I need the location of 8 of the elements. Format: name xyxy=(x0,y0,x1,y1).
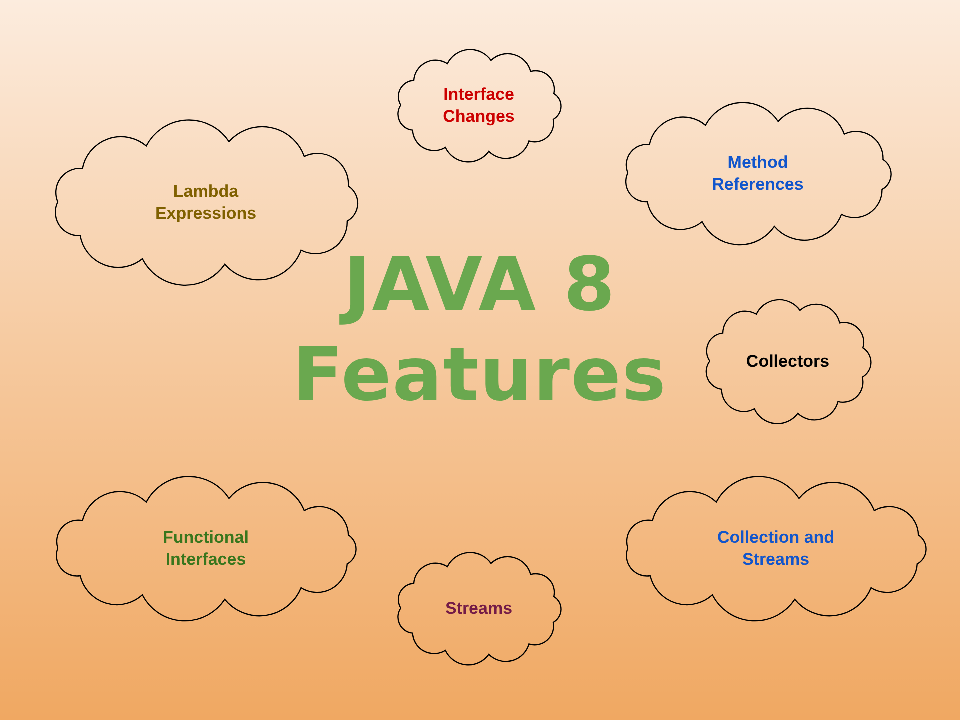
cloud-label: Collection and Streams xyxy=(716,527,836,571)
cloud-label: Interface Changes xyxy=(442,84,516,128)
cloud-label: Functional Interfaces xyxy=(162,527,250,571)
cloud-label: Lambda Expressions xyxy=(154,181,258,225)
cloud-label: Collectors xyxy=(746,351,830,373)
title: JAVA 8 Features xyxy=(292,241,668,420)
cloud-label: Streams xyxy=(445,598,513,620)
cloud-label: Method References xyxy=(711,152,805,196)
